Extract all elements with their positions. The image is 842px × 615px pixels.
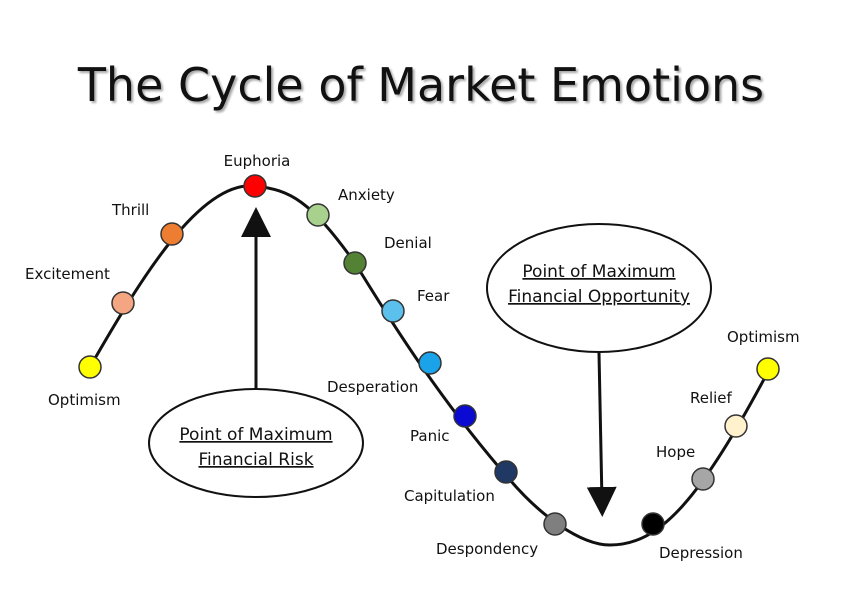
stage-optimism-0: Optimism — [48, 355, 121, 409]
stage-euphoria-3: Euphoria — [224, 152, 291, 198]
diagram-title: The Cycle of Market Emotions — [77, 58, 765, 112]
stage-marker-despondency — [543, 512, 567, 536]
opportunity-arrow — [586, 352, 617, 517]
risk-callout-line2: Financial Risk — [198, 450, 313, 470]
stage-marker-euphoria — [243, 174, 267, 198]
stage-denial-5: Denial — [343, 234, 432, 275]
stage-excitement-1: Excitement — [25, 265, 135, 315]
stage-despondency-10: Despondency — [436, 512, 567, 558]
opportunity-callout-bubble — [486, 223, 712, 353]
stage-marker-hope — [691, 467, 715, 491]
stage-layer: Optimism Excitement Thrill EuphoriaAnxietyD… — [25, 152, 800, 562]
stage-label-capitulation: Capitulation — [404, 487, 495, 505]
stage-panic-8: Panic — [410, 404, 477, 445]
stage-label-desperation: Desperation — [327, 378, 418, 396]
stage-label-hope: Hope — [656, 443, 695, 461]
stage-marker-panic — [453, 404, 477, 428]
stage-marker-excitement — [111, 291, 135, 315]
stage-depression-11: Depression — [641, 512, 743, 562]
stage-marker-optimism — [756, 357, 780, 381]
stage-marker-thrill — [160, 222, 184, 246]
stage-label-despondency: Despondency — [436, 540, 538, 558]
stage-marker-desperation — [418, 351, 442, 375]
stage-marker-anxiety — [306, 203, 330, 227]
stage-label-thrill: Thrill — [111, 201, 149, 219]
risk-callout-line1: Point of Maximum — [179, 425, 332, 445]
stage-label-anxiety: Anxiety — [338, 186, 395, 204]
stage-marker-denial — [343, 251, 367, 275]
stage-label-depression: Depression — [659, 544, 743, 562]
opportunity-callout-line2: Financial Opportunity — [508, 287, 690, 307]
stage-label-optimism: Optimism — [727, 328, 800, 346]
stage-marker-fear — [381, 299, 405, 323]
stage-label-panic: Panic — [410, 427, 450, 445]
stage-label-excitement: Excitement — [25, 265, 110, 283]
stage-label-denial: Denial — [384, 234, 432, 252]
stage-marker-optimism — [78, 355, 102, 379]
stage-desperation-7: Desperation — [327, 351, 442, 396]
stage-label-relief: Relief — [690, 389, 733, 407]
stage-capitulation-9: Capitulation — [404, 460, 518, 505]
risk-callout-bubble — [148, 388, 364, 498]
stage-fear-6: Fear — [381, 287, 450, 323]
stage-label-optimism: Optimism — [48, 391, 121, 409]
stage-hope-12: Hope — [656, 443, 715, 491]
stage-marker-capitulation — [494, 460, 518, 484]
opportunity-callout-line1: Point of Maximum — [522, 262, 675, 282]
stage-optimism-14: Optimism — [727, 328, 800, 381]
stage-thrill-2: Thrill — [111, 201, 184, 246]
stage-label-fear: Fear — [417, 287, 450, 305]
stage-marker-depression — [641, 512, 665, 536]
stage-relief-13: Relief — [690, 389, 748, 438]
stage-marker-relief — [724, 414, 748, 438]
stage-anxiety-4: Anxiety — [306, 186, 395, 227]
stage-label-euphoria: Euphoria — [224, 152, 291, 170]
